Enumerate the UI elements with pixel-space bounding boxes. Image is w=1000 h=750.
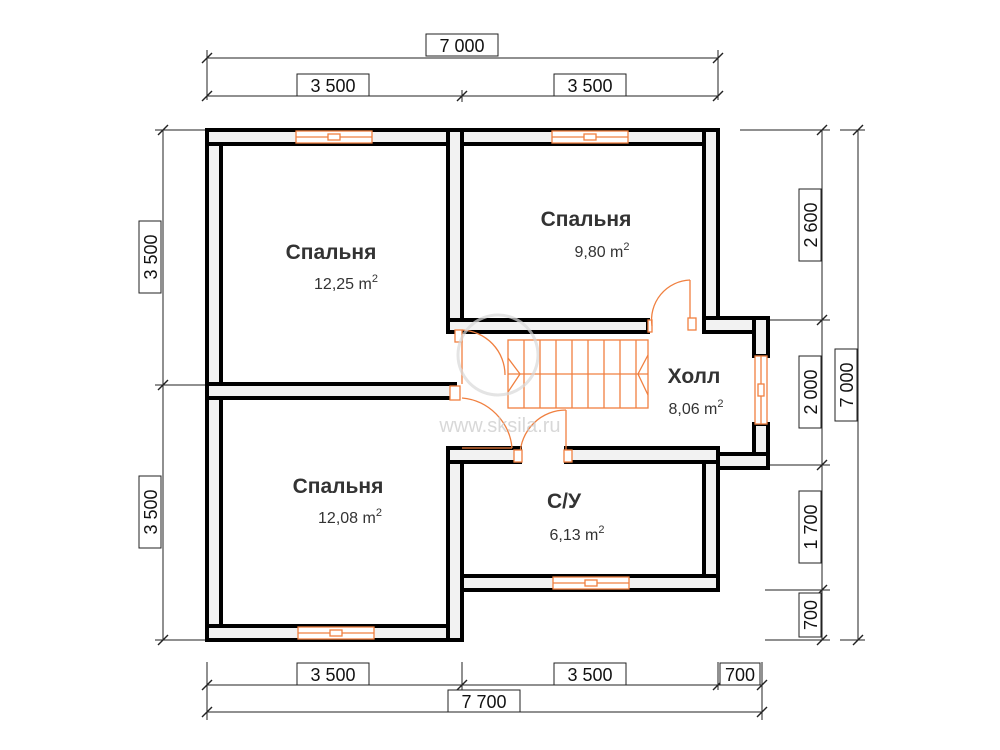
dim-right-top: 2 600 [798, 188, 822, 262]
wall-bedrooms-divider [205, 382, 457, 400]
room-area: 9,80 m2 [574, 241, 629, 261]
svg-text:700: 700 [725, 665, 755, 685]
dimension-labels: 7 000 3 500 3 500 3 500 3 500 700 7 700 [138, 33, 858, 713]
stair-arrow [507, 357, 521, 393]
dim-left-top: 3 500 [138, 220, 162, 294]
dim-right-lower: 1 700 [798, 490, 822, 564]
room-bedroom-bottom-left: Спальня 12,08 m2 [293, 475, 384, 527]
room-name: Спальня [293, 475, 384, 498]
svg-text:2 000: 2 000 [801, 369, 821, 414]
svg-text:3 500: 3 500 [141, 234, 161, 279]
room-area: 12,25 m2 [314, 273, 378, 293]
svg-text:7 700: 7 700 [461, 692, 506, 712]
watermark: www.sksila.ru [438, 313, 561, 437]
svg-text:3 500: 3 500 [567, 76, 612, 96]
wall-right-upper [702, 128, 720, 332]
door-bedroom-bottom-left [449, 385, 513, 449]
wall-bump-right-top [752, 316, 770, 358]
wall-inner-vertical-bottom [446, 446, 464, 642]
svg-text:3 500: 3 500 [141, 489, 161, 534]
dim-right-bottom: 700 [798, 592, 822, 638]
room-name: Спальня [541, 208, 632, 231]
wall-bath-top-right [564, 446, 720, 464]
wall-inner-vertical-top [446, 128, 464, 332]
room-bathroom: С/У 6,13 m2 [547, 490, 605, 544]
svg-text:700: 700 [801, 600, 821, 630]
room-name: С/У [547, 490, 582, 513]
dim-bottom-right: 3 500 [553, 662, 627, 686]
dim-bottom-left: 3 500 [296, 662, 370, 686]
dim-right-total: 7 000 [834, 348, 858, 422]
dim-right-mid: 2 000 [798, 355, 822, 429]
windows [295, 130, 768, 640]
window-bottom-left [297, 626, 375, 640]
svg-text:3 500: 3 500 [310, 76, 355, 96]
room-name: Спальня [286, 241, 377, 264]
watermark-text: www.sksila.ru [438, 415, 560, 437]
room-area: 8,06 m2 [668, 398, 723, 418]
door-bedroom-right [647, 279, 697, 333]
svg-text:2 600: 2 600 [801, 202, 821, 247]
dim-top-total: 7 000 [425, 33, 499, 57]
dim-bottom-total: 7 700 [447, 689, 521, 713]
svg-text:1 700: 1 700 [801, 504, 821, 549]
dim-bottom-ext: 700 [719, 662, 761, 686]
wall-bath-top-left [446, 446, 522, 464]
room-bedroom-top-left: Спальня 12,25 m2 [286, 241, 378, 293]
svg-text:3 500: 3 500 [310, 665, 355, 685]
doors [449, 279, 697, 463]
dim-top-right: 3 500 [553, 73, 627, 97]
dim-top-left: 3 500 [296, 73, 370, 97]
room-name: Холл [668, 365, 721, 388]
stair-treads [523, 340, 637, 408]
dim-left-bottom: 3 500 [138, 475, 162, 549]
svg-text:3 500: 3 500 [567, 665, 612, 685]
room-bedroom-top-right: Спальня 9,80 m2 [541, 208, 632, 261]
window-top-left [295, 130, 373, 144]
room-area: 6,13 m2 [549, 524, 604, 544]
staircase [507, 339, 649, 409]
door-bathroom [513, 409, 573, 463]
svg-text:7 000: 7 000 [837, 362, 857, 407]
svg-text:7 000: 7 000 [439, 36, 484, 56]
window-top-right [551, 130, 629, 144]
window-hall [754, 355, 768, 425]
room-hall: Холл 8,06 m2 [668, 365, 724, 418]
room-area: 12,08 m2 [318, 507, 382, 527]
wall-right-lower [702, 452, 720, 592]
window-bathroom [552, 576, 630, 590]
